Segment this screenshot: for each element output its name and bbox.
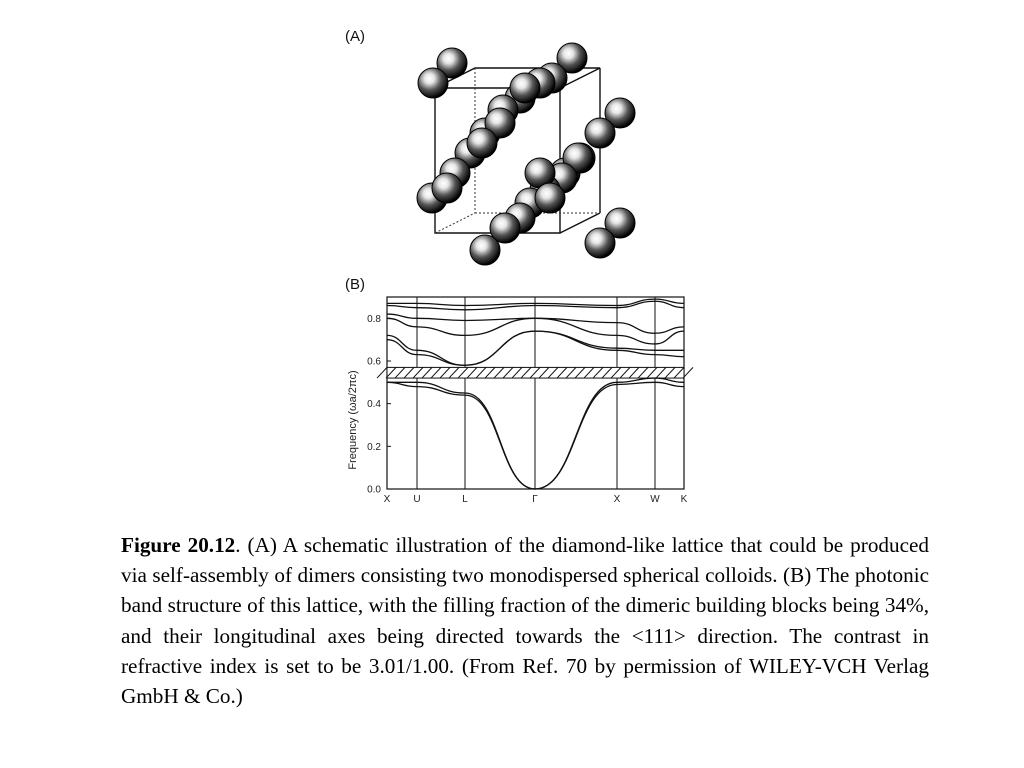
gap-hatch — [520, 367, 532, 379]
gap-hatch — [556, 367, 568, 379]
colloid-sphere — [469, 234, 501, 266]
gap-hatch — [538, 367, 550, 379]
band-line-7 — [386, 300, 685, 311]
x-tick-label: W — [650, 494, 660, 505]
gap-hatch — [511, 367, 523, 379]
y-tick-label: 0.0 — [367, 485, 381, 496]
y-tick-labels: 0.0 0.2 0.4 0.6 0.8 — [367, 314, 391, 496]
gap-hatch — [583, 367, 595, 379]
gap-hatch — [637, 367, 649, 379]
gap-hatch — [439, 367, 451, 379]
colloid-sphere — [584, 117, 616, 149]
colloid-sphere — [556, 42, 588, 74]
panel-a-label: (A) — [345, 28, 365, 45]
panel-b-label: (B) — [345, 276, 365, 293]
colloid-sphere — [534, 182, 566, 214]
gap-hatch — [475, 367, 487, 379]
x-tick-label: K — [681, 494, 688, 505]
figure-number: Figure 20.12 — [121, 533, 236, 557]
colloid-sphere — [584, 227, 616, 259]
gap-hatch — [655, 367, 667, 379]
gap-hatch — [502, 367, 514, 379]
y-tick-label: 0.4 — [367, 399, 381, 410]
colloid-sphere — [604, 207, 636, 239]
y-axis-label: Frequency (ωa/2πc) — [347, 370, 359, 469]
gap-hatch — [484, 367, 496, 379]
gap-hatch — [547, 367, 559, 379]
gap-hatch — [376, 367, 388, 379]
band-line-2 — [386, 381, 685, 490]
colloid-spheres — [416, 42, 636, 266]
gap-hatch — [493, 367, 505, 379]
x-tick-label: U — [413, 494, 420, 505]
x-tick-label: Γ — [532, 494, 538, 505]
gap-hatch — [646, 367, 658, 379]
gap-hatch — [457, 367, 469, 379]
colloid-sphere — [604, 97, 636, 129]
gap-hatch — [619, 367, 631, 379]
plot-frame — [386, 296, 685, 490]
gap-hatch — [448, 367, 460, 379]
gap-hatch — [421, 367, 433, 379]
x-tick-label: X — [384, 494, 391, 505]
gap-hatch — [673, 367, 685, 379]
band-line-8 — [387, 298, 685, 307]
gap-hatch — [529, 367, 541, 379]
colloid-sphere — [431, 172, 463, 204]
band-lines — [386, 298, 685, 490]
band-gap — [376, 366, 694, 379]
gap-hatch — [385, 367, 397, 379]
caption-text: . (A) A schematic illustration of the di… — [121, 533, 929, 709]
y-tick-label: 0.2 — [367, 442, 381, 453]
colloid-sphere — [509, 72, 541, 104]
gap-hatch — [565, 367, 577, 379]
diamond-lattice-illustration — [416, 42, 636, 266]
colloid-sphere — [417, 67, 449, 99]
colloid-sphere — [484, 107, 516, 139]
gap-hatch — [601, 367, 613, 379]
gap-hatch — [682, 367, 694, 379]
x-tick-label: X — [614, 494, 621, 505]
colloid-sphere — [466, 127, 498, 159]
colloid-sphere — [489, 212, 521, 244]
band-structure-chart: X U L Γ X W K 0.0 0.2 0.4 0.6 0.8 Frequency (ωa/2π… — [347, 296, 694, 505]
gap-hatch — [394, 367, 406, 379]
band-line-6 — [386, 313, 685, 334]
colloid-sphere — [436, 47, 468, 79]
gap-hatch — [610, 367, 622, 379]
y-tick-label: 0.8 — [367, 314, 381, 325]
gap-hatch — [430, 367, 442, 379]
gap-hatch — [466, 367, 478, 379]
gap-hatch — [403, 367, 415, 379]
band-line-4 — [386, 330, 684, 366]
gap-hatch — [574, 367, 586, 379]
gap-hatch — [592, 367, 604, 379]
x-tick-label: L — [462, 494, 468, 505]
gap-hatch — [664, 367, 676, 379]
figure-caption: Figure 20.12. (A) A schematic illustrati… — [121, 530, 929, 711]
y-tick-label: 0.6 — [367, 357, 381, 368]
gap-hatch — [628, 367, 640, 379]
gap-hatch — [412, 367, 424, 379]
